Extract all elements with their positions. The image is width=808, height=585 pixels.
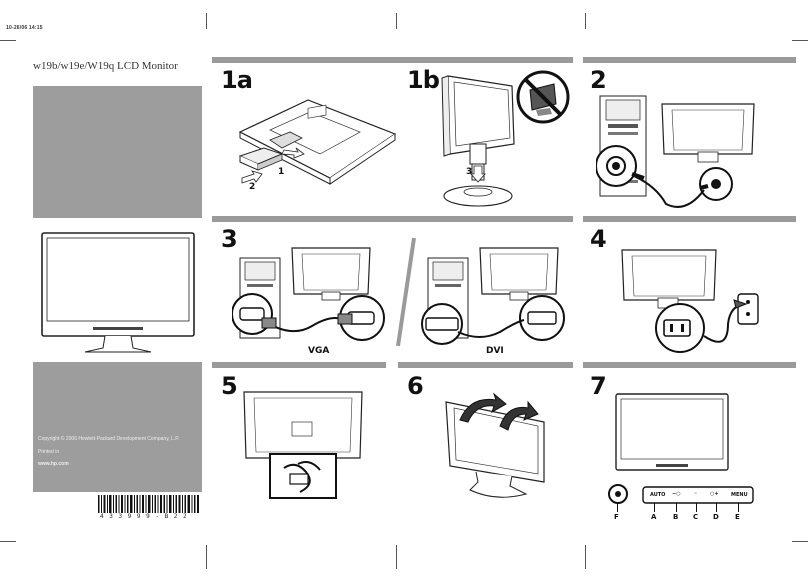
callout-1: 1	[278, 167, 285, 177]
leader-line	[617, 504, 618, 512]
step-1a-number: 1a	[221, 66, 253, 94]
power-button[interactable]	[608, 484, 628, 504]
crop-mark	[0, 40, 16, 41]
letter-f: F	[614, 513, 619, 521]
letter-b: B	[673, 513, 679, 521]
step-3-number: 3	[221, 225, 238, 253]
section-bar-7	[583, 362, 796, 368]
auto-button[interactable]: AUTO	[650, 492, 666, 498]
step-1a-illustration	[230, 92, 400, 200]
step-3-dvi-illustration	[420, 238, 580, 346]
copyright-text: Copyright © 2006 Hewlett-Packard Develop…	[38, 436, 180, 442]
step-7-number: 7	[590, 372, 607, 400]
leader-line	[654, 503, 655, 512]
barcode-number: 4 3 3 9 9 9 - B 2 2	[100, 513, 188, 520]
section-bar-6	[398, 362, 573, 368]
crop-mark	[585, 13, 586, 29]
letter-d: D	[713, 513, 719, 521]
plus-button[interactable]: ○+	[710, 491, 719, 497]
section-bar-4	[583, 216, 796, 222]
crop-mark	[792, 541, 808, 542]
step-7-monitor-illustration	[612, 392, 732, 478]
letter-e: E	[735, 513, 740, 521]
power-icon	[615, 491, 621, 497]
section-bar-2	[583, 57, 796, 63]
cover-gray-panel	[33, 86, 202, 218]
divider-slash	[394, 236, 418, 348]
step-1b-illustration	[430, 72, 520, 212]
ok-button[interactable]: ◦	[694, 491, 698, 497]
crop-mark	[206, 13, 207, 29]
page-title: w19b/w19e/W19q LCD Monitor	[33, 60, 178, 72]
leader-line	[696, 503, 697, 512]
barcode: 4 3 3 9 9 9 - B 2 2	[96, 494, 202, 520]
crop-mark	[206, 545, 207, 569]
leader-line	[676, 503, 677, 512]
monitor-front-illustration	[33, 226, 202, 356]
step-4-number: 4	[590, 225, 607, 253]
website-text: www.hp.com	[38, 461, 69, 467]
dvi-label: DVI	[486, 346, 504, 356]
minus-button[interactable]: −○	[672, 491, 681, 497]
section-bar-5	[212, 362, 386, 368]
vga-label: VGA	[308, 346, 330, 356]
step-6-number: 6	[407, 372, 424, 400]
leader-line	[716, 503, 717, 512]
crop-mark	[396, 13, 397, 29]
crop-mark	[396, 545, 397, 569]
letter-a: A	[651, 513, 657, 521]
callout-2: 2	[249, 182, 256, 192]
section-bar-1	[212, 57, 573, 63]
step-5-illustration	[240, 388, 370, 503]
control-button-strip	[642, 486, 754, 504]
step-1b-number: 1b	[407, 66, 440, 94]
letter-c: C	[693, 513, 699, 521]
print-timestamp: 10-26/06 14:15	[6, 25, 43, 31]
step-5-number: 5	[221, 372, 238, 400]
step-4-illustration	[618, 246, 778, 356]
step-6-illustration	[436, 386, 556, 506]
step-2-number: 2	[590, 66, 607, 94]
menu-button[interactable]: MENU	[731, 492, 748, 498]
prohibited-icon	[516, 70, 570, 124]
crop-mark	[585, 545, 586, 569]
crop-mark	[792, 40, 808, 41]
crop-mark	[0, 541, 16, 542]
leader-line	[738, 503, 739, 512]
copyright-panel	[33, 362, 202, 492]
callout-3: 3	[466, 167, 473, 177]
step-2-illustration	[596, 94, 791, 212]
section-bar-3	[212, 216, 573, 222]
printed-in-text: Printed in	[38, 449, 60, 455]
step-3-vga-illustration	[232, 238, 392, 346]
barcode-bars	[96, 494, 202, 514]
